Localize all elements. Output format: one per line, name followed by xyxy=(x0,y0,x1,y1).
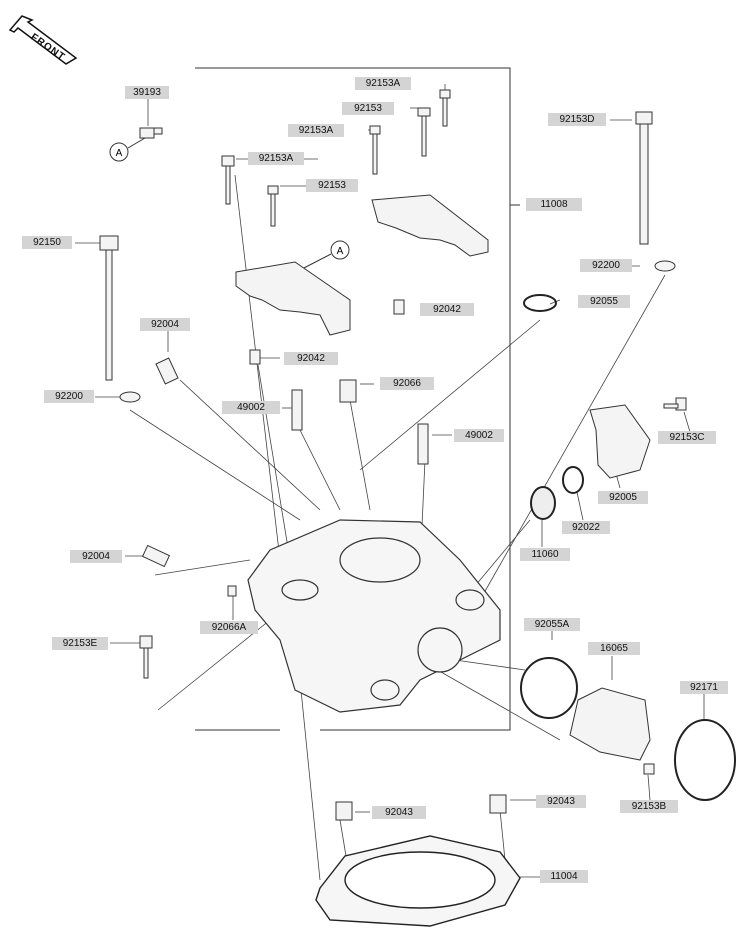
head-gasket-11004 xyxy=(315,835,521,927)
label-92153e: 92153E xyxy=(52,637,108,650)
label-16065: 16065 xyxy=(588,642,640,655)
label-92153d: 92153D xyxy=(548,113,606,126)
dowel-92043-right xyxy=(489,794,507,814)
label-92043-left: 92043 xyxy=(372,806,426,819)
bolt-92150 xyxy=(99,235,119,381)
label-49002-right: 49002 xyxy=(454,429,504,442)
intake-duct-16065 xyxy=(569,687,651,761)
bolt-92153B xyxy=(643,763,655,775)
stud-92004-side xyxy=(141,544,171,568)
plug-92066A xyxy=(227,585,237,597)
clamp-92171 xyxy=(674,719,736,801)
reference-a-mark-left: A xyxy=(109,137,146,162)
label-92153a-top: 92153A xyxy=(355,77,411,90)
label-92200-left: 92200 xyxy=(44,390,94,403)
bolt-92153-2 xyxy=(267,185,279,227)
washer-92200-left xyxy=(119,391,141,403)
label-92153-left: 92153 xyxy=(306,179,358,192)
label-92055: 92055 xyxy=(578,295,630,308)
label-92066: 92066 xyxy=(380,377,434,390)
assembly-bracket xyxy=(195,67,511,731)
bolt-92153C xyxy=(663,397,687,411)
label-11008: 11008 xyxy=(526,198,582,211)
seal-11060 xyxy=(530,486,556,520)
dowel-92042-right xyxy=(393,299,405,315)
label-92153c: 92153C xyxy=(658,431,716,444)
label-92043-right: 92043 xyxy=(536,795,586,808)
label-39193: 39193 xyxy=(125,86,169,99)
valve-guide-49002-right xyxy=(417,423,429,465)
label-92150: 92150 xyxy=(22,236,72,249)
front-direction-arrow-icon: FRONT xyxy=(8,12,78,72)
cylinder-head xyxy=(247,519,501,713)
reference-a-text-left: A xyxy=(116,148,123,159)
label-92171: 92171 xyxy=(680,681,728,694)
washer-92200-right xyxy=(654,260,676,272)
dowel-92042-left xyxy=(249,349,261,365)
oring-92022 xyxy=(562,466,584,494)
label-92042-left: 92042 xyxy=(284,352,338,365)
label-92200-right: 92200 xyxy=(580,259,632,272)
bolt-92153A-1 xyxy=(439,89,451,127)
label-92004-top: 92004 xyxy=(140,318,190,331)
plug-92066 xyxy=(339,379,357,403)
camshaft-cap-right xyxy=(371,194,489,257)
label-92022: 92022 xyxy=(562,521,610,534)
stud-92004-top xyxy=(155,357,179,385)
label-92153b: 92153B xyxy=(620,800,678,813)
label-11060: 11060 xyxy=(520,548,570,561)
dowel-92043-left xyxy=(335,801,353,821)
bolt-92153D xyxy=(635,111,653,245)
label-92153a-mid: 92153A xyxy=(288,124,344,137)
label-92055a: 92055A xyxy=(524,618,580,631)
camshaft-cap-left xyxy=(235,261,351,336)
label-92153-top: 92153 xyxy=(342,102,394,115)
bolt-92153A-2 xyxy=(369,125,381,175)
reference-a-mark-cap: A xyxy=(299,240,350,271)
label-92004-side: 92004 xyxy=(70,550,122,563)
label-49002-left: 49002 xyxy=(222,401,280,414)
label-92153a-left: 92153A xyxy=(248,152,304,165)
bolt-39193 xyxy=(139,127,163,139)
oring-92055 xyxy=(523,294,557,312)
label-92005: 92005 xyxy=(598,491,648,504)
water-outlet-92005 xyxy=(589,404,651,479)
bolt-92153A-3 xyxy=(221,155,235,205)
svg-text:A: A xyxy=(337,246,344,257)
valve-guide-49002-left xyxy=(291,389,303,431)
leader-lines xyxy=(75,84,705,881)
label-11004: 11004 xyxy=(540,870,588,883)
label-92066a: 92066A xyxy=(200,621,258,634)
oring-92055A xyxy=(520,657,578,719)
bolt-92153E xyxy=(139,635,153,679)
bolt-92153-1 xyxy=(417,107,431,157)
label-92042-right: 92042 xyxy=(420,303,474,316)
